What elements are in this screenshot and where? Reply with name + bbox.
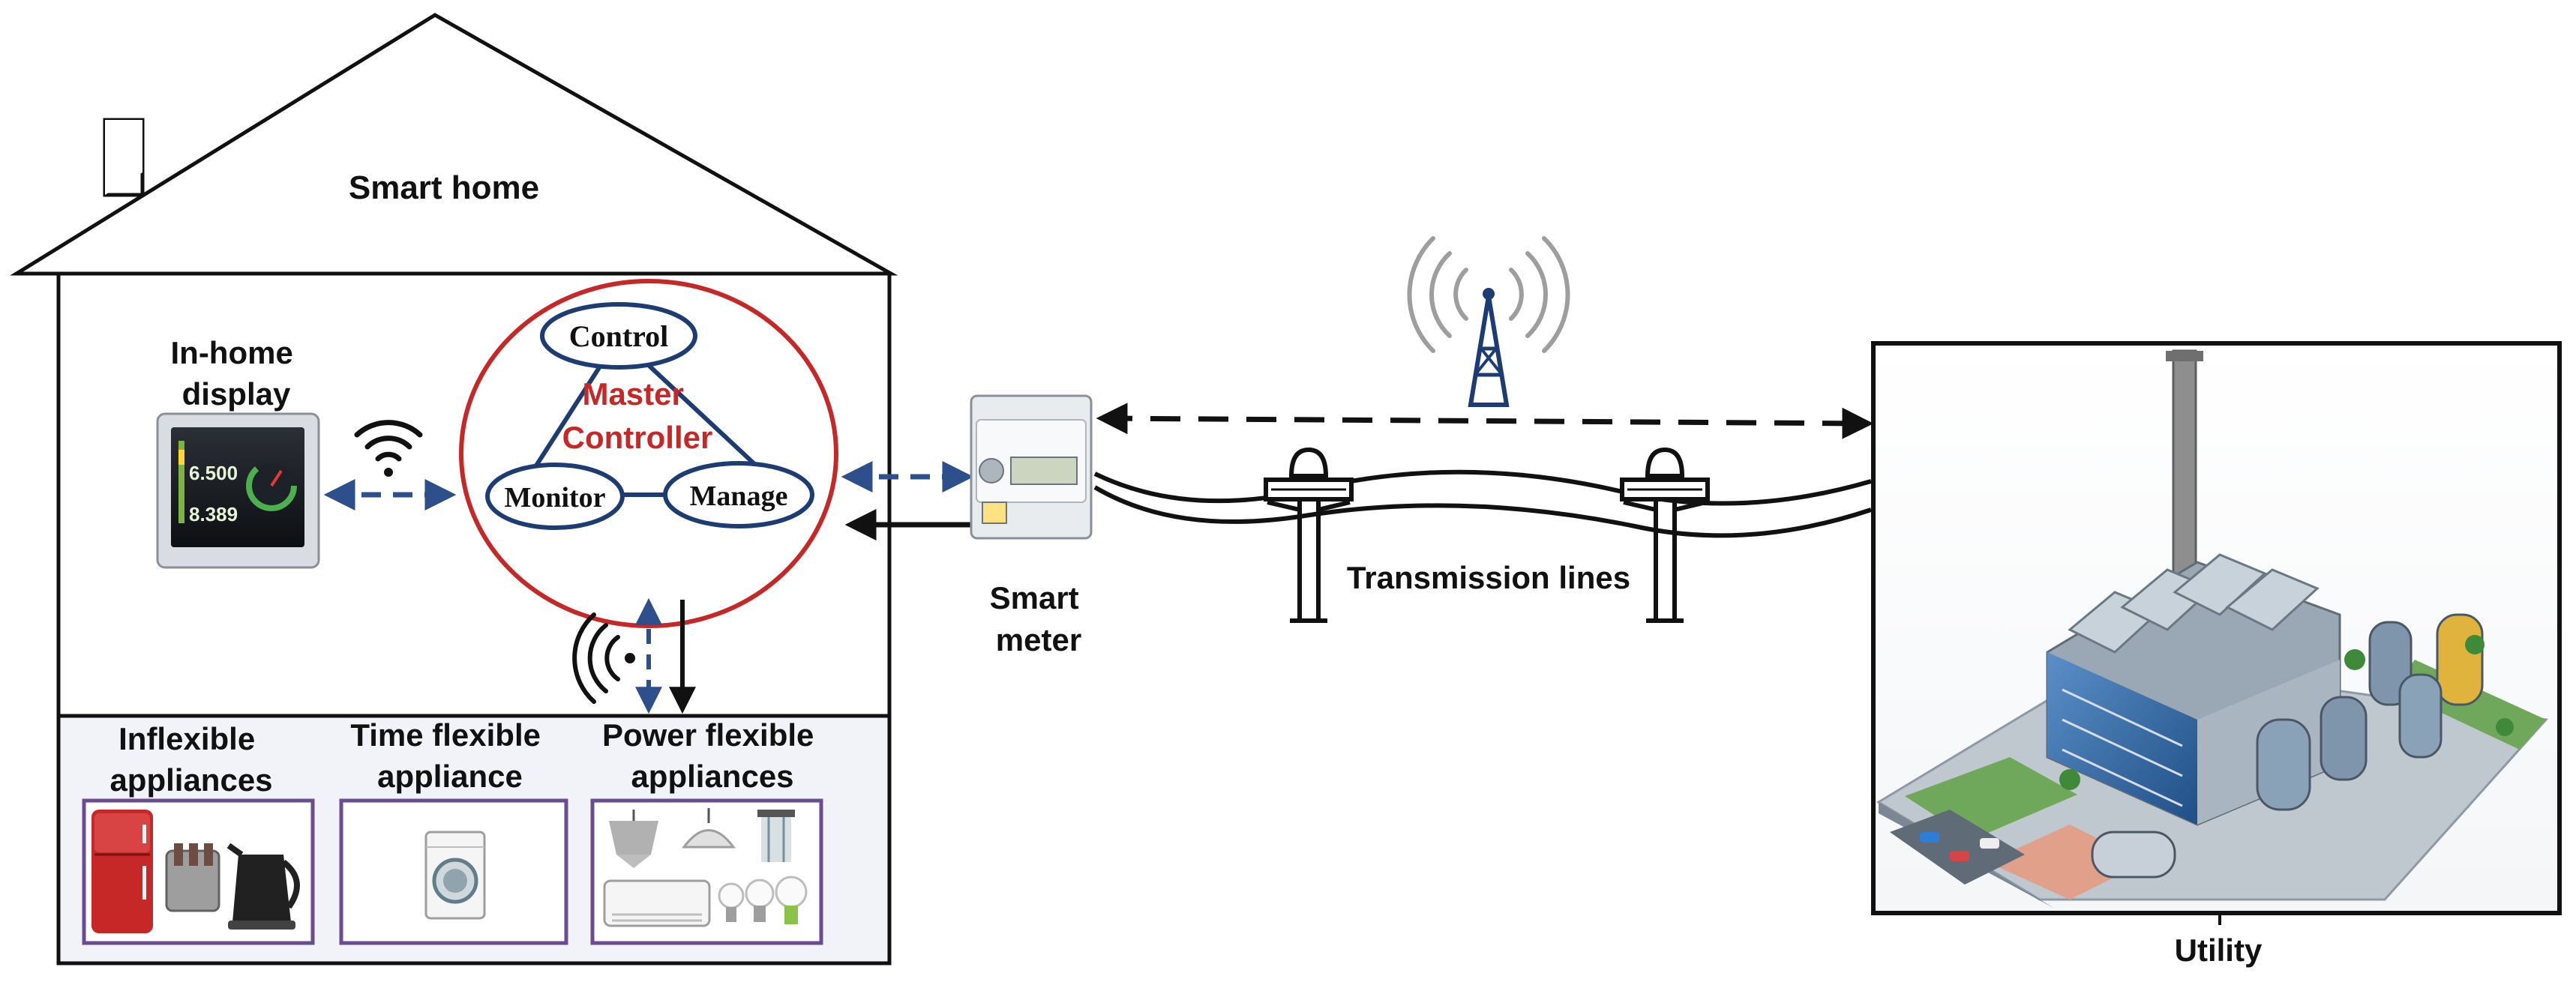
in-home-display-label-2: display: [182, 376, 291, 412]
kettle-icon: [226, 843, 300, 930]
svg-text:Inflexible appliances: Inflexible appliances: [109, 721, 272, 798]
svg-text:Smart meter: Smart meter: [990, 580, 1088, 657]
utility: Utility: [1871, 341, 2562, 968]
time-flexible-label-1: Time flexible: [350, 717, 541, 753]
display-readout-1: 6.500: [189, 462, 238, 484]
appliance-groups: Inflexible appliances Time flexible appl…: [82, 717, 823, 945]
in-home-display: In-home display 6.500 8.389: [156, 335, 320, 569]
smart-meter-label-2: meter: [996, 622, 1081, 657]
control-triangle: [513, 334, 793, 497]
time-flexible-label-2: appliance: [377, 759, 523, 794]
wifi-icon: [354, 420, 423, 477]
monitor-label: Monitor: [504, 482, 605, 513]
in-home-display-label-1: In-home: [171, 335, 293, 370]
inflexible-label-2: appliances: [109, 762, 272, 798]
radio-tower-icon: [1407, 236, 1570, 407]
smart-home-title: Smart home: [349, 169, 539, 206]
air-conditioner-icon: [603, 879, 711, 927]
pendant-lamp-icon: [682, 808, 736, 849]
washing-machine-icon: [424, 831, 486, 920]
utility-chimney: [2172, 349, 2197, 577]
transmission-pole-2: [1620, 447, 1710, 623]
transmission-lines-label: Transmission lines: [1347, 560, 1630, 595]
chandelier-icon: [609, 810, 658, 868]
svg-text:Power flexible appliance: Power flexible appliances: [602, 717, 823, 794]
transmission-pole-1: [1264, 447, 1354, 623]
master-controller-title: Master Controller: [562, 376, 713, 455]
master-controller: Control Monitor Manage Master Controller: [459, 279, 838, 628]
meter-lcd: [1010, 457, 1078, 485]
house-roof: [10, 13, 898, 276]
smart-meter: Smart meter: [970, 394, 1093, 657]
control-node: [540, 302, 697, 370]
meter-utility-data-link: [1096, 403, 1874, 439]
svg-text:Time flexible appliance: Time flexible appliance: [350, 717, 549, 794]
control-label: Control: [569, 319, 669, 353]
smart-meter-label-1: Smart: [990, 580, 1079, 615]
light-bulbs-icon: [718, 876, 808, 924]
utility-tanks: [2091, 613, 2484, 879]
crystal-light-icon: [757, 810, 795, 862]
manage-node: [663, 461, 814, 528]
svg-text:In-home display: In-home display: [171, 335, 302, 412]
monitor-node: [485, 463, 625, 530]
display-readout-2: 8.389: [189, 503, 238, 525]
wireless-signal-icon: [572, 612, 635, 704]
power-flexible-label-2: appliances: [631, 759, 793, 794]
fridge-icon: [91, 810, 153, 933]
manage-label: Manage: [690, 481, 788, 512]
transmission-lines: [1093, 469, 1872, 538]
utility-label: Utility: [2175, 933, 2263, 968]
power-flexible-label-1: Power flexible: [602, 717, 814, 753]
display-screen: [171, 427, 304, 547]
toaster-icon: [165, 843, 220, 912]
inflexible-label-1: Inflexible: [118, 721, 255, 756]
